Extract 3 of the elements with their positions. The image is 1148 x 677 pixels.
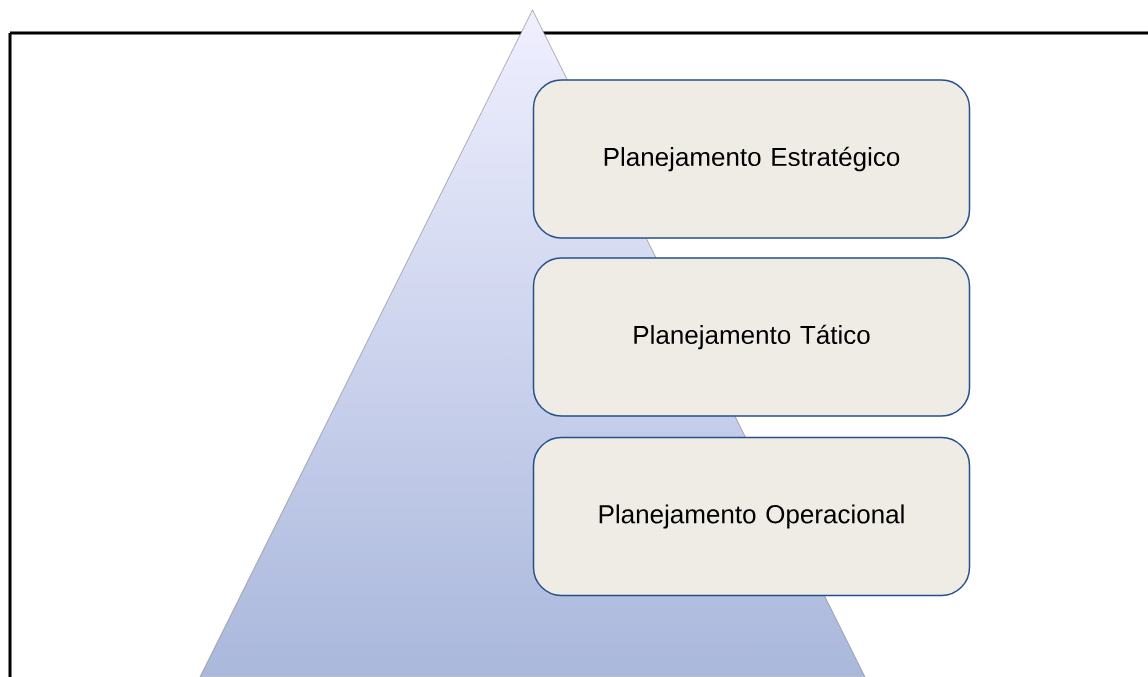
level-box: Planejamento Operacional [532,436,971,597]
level-box: Planejamento Estratégico [532,79,971,239]
level-box: Planejamento Tático [532,257,971,417]
